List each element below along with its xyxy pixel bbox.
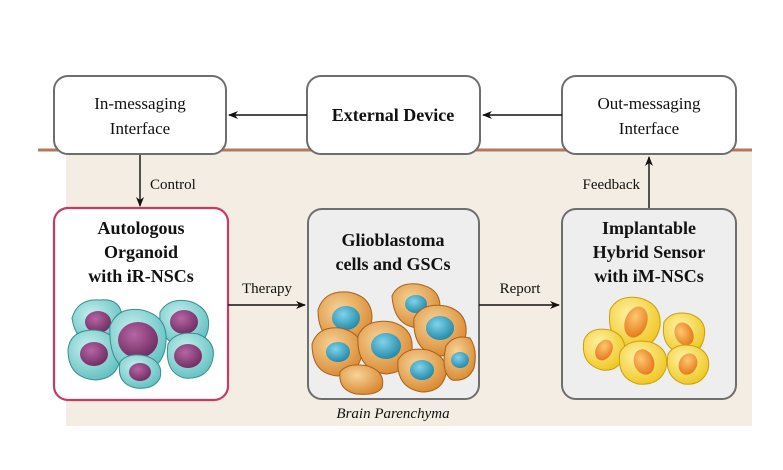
out-messaging-label-line2: Interface [619, 119, 679, 138]
purple-nucleus [80, 342, 108, 366]
orange-nucleus [674, 322, 694, 346]
blue-nucleus [371, 333, 401, 359]
glioblastoma-cell-cluster [311, 283, 476, 395]
external-device-node: External Device [306, 75, 481, 155]
sensor-label-line1: Implantable [602, 218, 696, 238]
blue-nucleus [410, 360, 434, 380]
sensor-label-line3: with iM-NSCs [594, 266, 704, 286]
edge-label-feedback: Feedback [583, 177, 641, 193]
organoid-label-line3: with iR-NSCs [88, 266, 194, 286]
in-messaging-label-line1: In-messaging [94, 94, 186, 113]
purple-nucleus [129, 363, 151, 381]
orange-nucleus [595, 339, 613, 361]
sensor-label-line2: Hybrid Sensor [593, 242, 706, 262]
ir-nsc-cell-cluster [67, 299, 214, 389]
blue-nucleus [426, 316, 454, 340]
purple-nucleus [174, 344, 202, 368]
blue-nucleus [332, 306, 360, 330]
orange-nucleus [678, 353, 698, 375]
in-messaging-interface-node: In-messaging Interface [53, 75, 227, 155]
purple-nucleus [170, 310, 198, 334]
blue-nucleus [405, 295, 427, 313]
organoid-node: Autologous Organoid with iR-NSCs [52, 206, 230, 402]
im-nsc-cell-cluster [582, 296, 710, 385]
glioblastoma-label-line1: Glioblastoma [341, 230, 444, 250]
edge-label-report: Report [500, 281, 542, 297]
blue-nucleus [326, 342, 350, 362]
orange-nucleus [633, 349, 655, 375]
orange-cell [339, 364, 384, 395]
hybrid-sensor-node: Implantable Hybrid Sensor with iM-NSCs [561, 208, 737, 400]
purple-nucleus [85, 311, 111, 333]
out-messaging-label-line1: Out-messaging [598, 94, 701, 113]
blue-nucleus [451, 352, 469, 368]
in-messaging-label-line2: Interface [110, 119, 170, 138]
edge-label-therapy: Therapy [242, 281, 292, 297]
brain-parenchyma-label: Brain Parenchyma [336, 406, 449, 422]
out-messaging-interface-node: Out-messaging Interface [561, 75, 737, 155]
organoid-label-line2: Organoid [104, 242, 178, 262]
external-device-label: External Device [332, 105, 454, 125]
glioblastoma-node: Glioblastoma cells and GSCs [307, 208, 480, 400]
out-messaging-box [561, 75, 737, 155]
edge-label-control: Control [150, 177, 196, 193]
organoid-label-line1: Autologous [97, 218, 184, 238]
orange-nucleus [624, 306, 648, 338]
purple-nucleus [118, 322, 158, 358]
glioblastoma-label-line2: cells and GSCs [335, 254, 450, 274]
in-messaging-box [53, 75, 227, 155]
